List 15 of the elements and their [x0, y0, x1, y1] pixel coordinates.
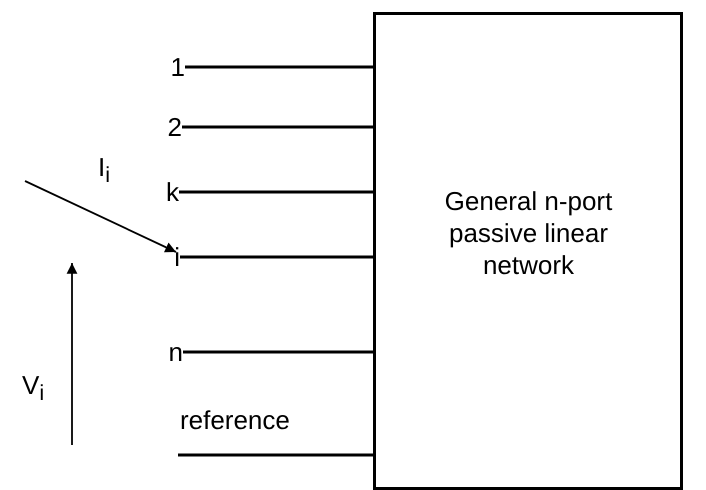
terminal-wire [183, 350, 373, 354]
terminal-label: k [157, 177, 179, 207]
terminal-wire [185, 66, 373, 68]
current-arrow [24, 180, 176, 253]
terminal-wire [178, 454, 373, 456]
terminal-label: 2 [157, 112, 182, 142]
terminal-wire [182, 126, 373, 128]
terminal-wire [179, 190, 373, 194]
terminal-wire [180, 256, 373, 258]
terminal-label: 1 [160, 52, 185, 82]
terminal-label: i [148, 242, 180, 272]
network-text: General n-port passive linear network [444, 185, 614, 281]
network-box [373, 12, 683, 490]
terminal-label: reference [178, 405, 338, 455]
terminal-label: n [148, 337, 183, 367]
